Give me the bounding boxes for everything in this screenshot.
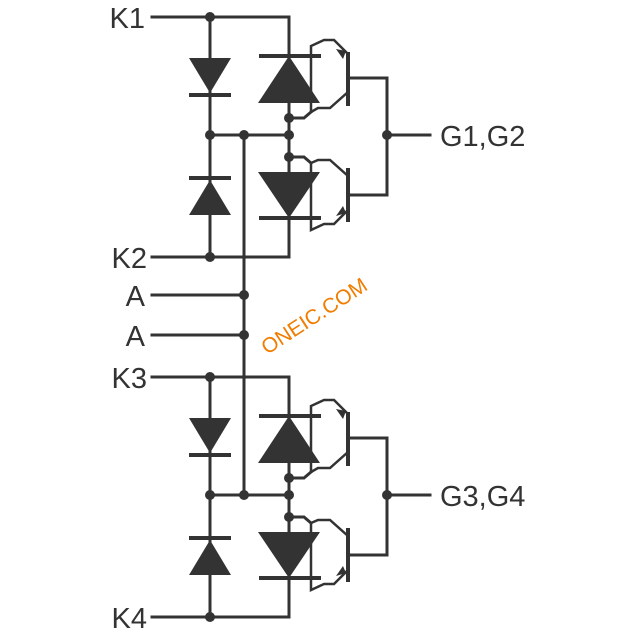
junction-dot <box>239 330 249 340</box>
pin-label-g3-g4: G3,G4 <box>440 481 525 513</box>
diode-d4-icon <box>189 540 231 575</box>
junction-dot <box>205 12 215 22</box>
pin-label-k3: K3 <box>112 363 147 395</box>
thyristor-t2-icon <box>258 172 320 218</box>
thyristor-t1-icon <box>258 56 320 103</box>
gate-transistor-4-emitter <box>309 523 349 592</box>
pin-label-g1-g2: G1,G2 <box>440 121 525 153</box>
anode-bus <box>150 133 249 497</box>
junction-dot <box>382 130 392 140</box>
junction-dot <box>284 473 294 483</box>
gate-transistor-4-lead-in <box>310 518 349 537</box>
junction-dot <box>284 113 294 123</box>
junction-dot <box>284 152 294 162</box>
junction-dot <box>239 490 249 500</box>
gate-transistor-3-lead-in <box>309 398 349 472</box>
gate-transistor-4-arrow-icon <box>336 566 346 576</box>
junction-dot <box>284 490 294 500</box>
gate-transistor-1-emitter <box>310 91 349 114</box>
diode-d1-icon <box>189 58 231 93</box>
gate-transistor-3-arrow-icon <box>336 409 346 419</box>
thyristor-t4-icon <box>258 532 320 578</box>
gate-transistor-2-emitter <box>309 163 349 232</box>
junction-dot <box>205 372 215 382</box>
junction-dot <box>239 290 249 300</box>
gate-transistor-3-emitter <box>310 451 349 474</box>
gate-transistor-2-lead-in <box>310 158 349 177</box>
junction-dot <box>284 130 294 140</box>
junction-dot <box>205 252 215 262</box>
watermark: ONEIC.COM <box>257 274 371 359</box>
pin-label-k1: K1 <box>110 3 145 35</box>
pin-label-a-upper: A <box>126 281 146 313</box>
junction-dot <box>382 490 392 500</box>
pin-label-k2: K2 <box>112 243 147 275</box>
junction-dot <box>205 490 215 500</box>
diode-d3-icon <box>189 418 231 453</box>
gate-transistor-2-arrow-icon <box>336 206 346 216</box>
diode-d2-icon <box>189 180 231 215</box>
pin-label-k4: K4 <box>112 603 147 635</box>
pin-label-a-lower: A <box>126 321 146 353</box>
gate-transistor-1-arrow-icon <box>336 49 346 59</box>
junction-dot <box>284 512 294 522</box>
junction-dot <box>205 612 215 622</box>
upper-module <box>150 12 432 262</box>
gate-transistor-1-lead-in <box>309 38 349 112</box>
lower-module <box>150 372 432 622</box>
junction-dot <box>205 130 215 140</box>
thyristor-t3-icon <box>258 416 320 463</box>
